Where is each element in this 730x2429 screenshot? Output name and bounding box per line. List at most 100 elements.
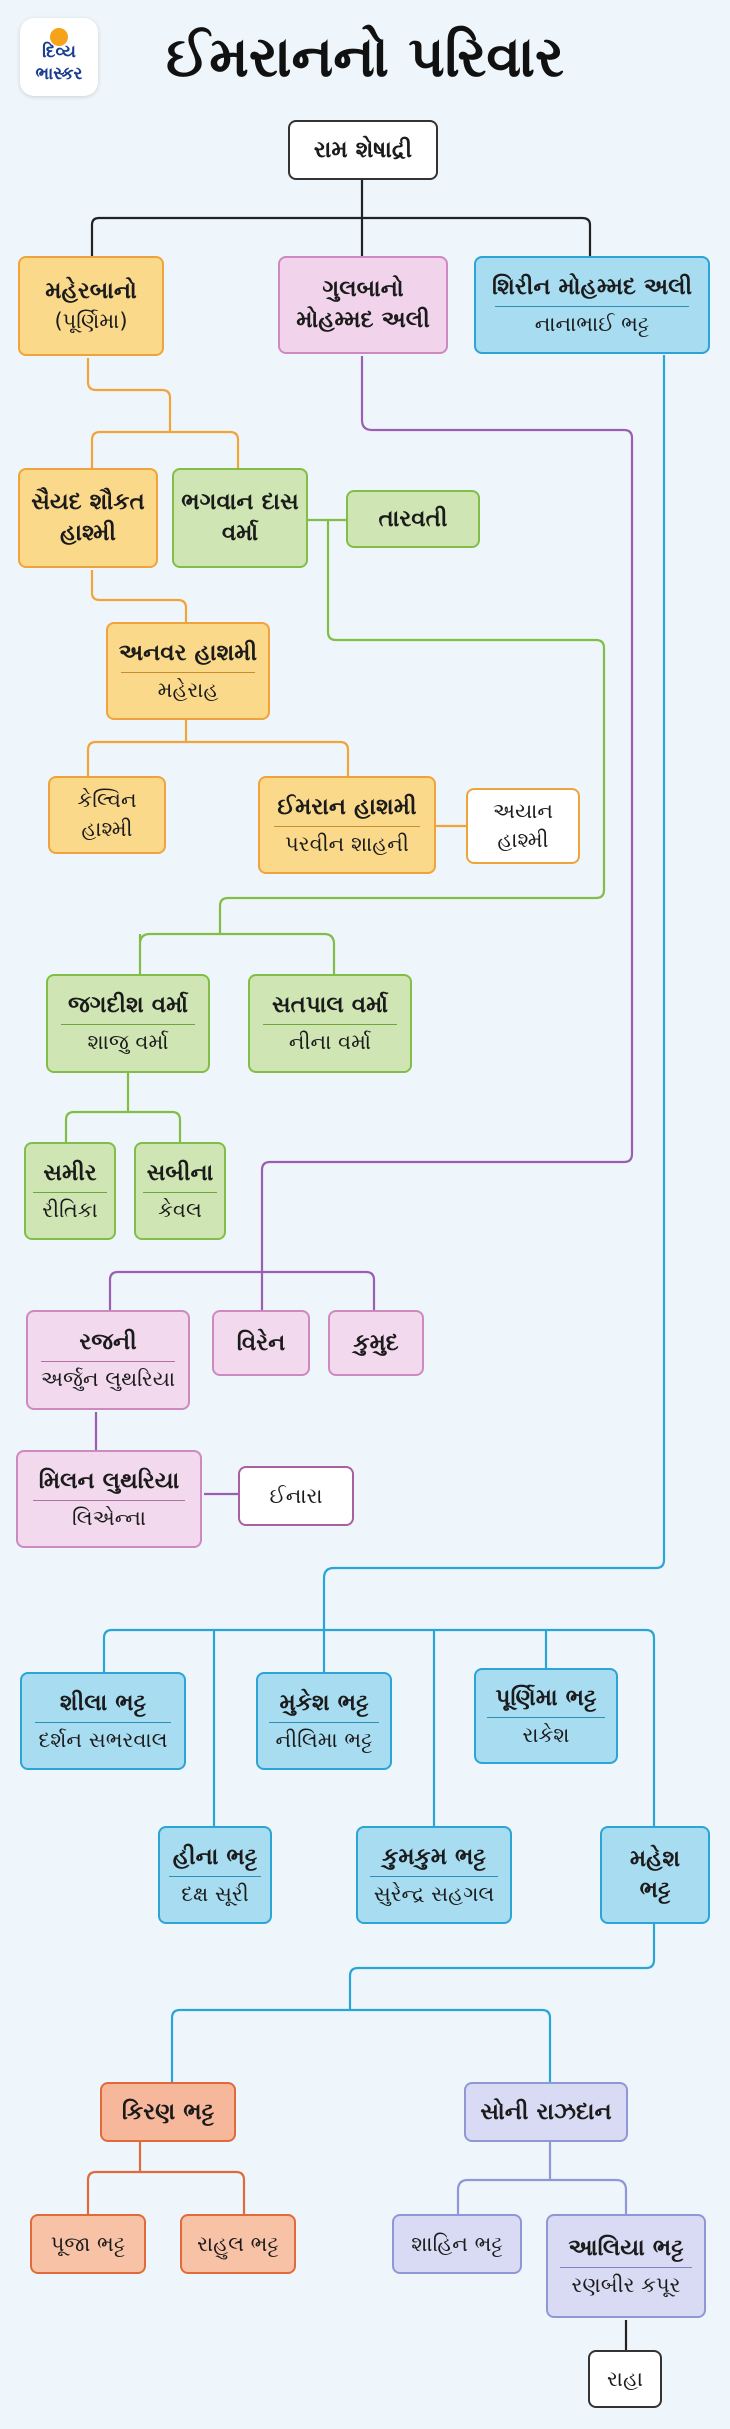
person-name: રાહા bbox=[606, 2366, 644, 2391]
divider bbox=[120, 671, 256, 673]
divider bbox=[34, 1721, 172, 1723]
person-name: જગદીશ વર્મા bbox=[68, 992, 188, 1018]
person-pooja-bhatt: પૂજા ભટ્ટ bbox=[30, 2214, 146, 2274]
person-taravati: તારવતી bbox=[346, 490, 480, 548]
connector-anwar-children bbox=[86, 720, 350, 776]
divider bbox=[487, 1716, 605, 1718]
person-meherbano: મહેરબાનો (પૂર્ણિમા) bbox=[18, 256, 164, 356]
connector-meherbano-children bbox=[86, 358, 240, 468]
person-heena-bhatt: હીના ભટ્ટ દક્ષ સૂરી bbox=[158, 1826, 272, 1924]
divider bbox=[262, 1024, 398, 1025]
person-name: આલિયા ભટ્ટ bbox=[568, 2234, 684, 2261]
person-name-line2: મોહમ્મદ અલી bbox=[296, 307, 430, 333]
person-spouse: રાકેશ bbox=[522, 1722, 570, 1747]
person-spouse: લિએન્ના bbox=[71, 1505, 147, 1530]
person-raha: રાહા bbox=[588, 2350, 662, 2408]
person-name: કુમકુમ ભટ્ટ bbox=[382, 1843, 486, 1870]
person-kiran-bhatt: કિરણ ભટ્ટ bbox=[100, 2082, 236, 2142]
person-shaheen-bhatt: શાહિન ભટ્ટ bbox=[392, 2214, 522, 2274]
person-spouse: શાજુ વર્મા bbox=[87, 1030, 169, 1054]
person-imran-hashmi: ઈમરાન હાશમી પરવીન શાહની bbox=[258, 776, 436, 874]
person-sabina: સબીના કેવલ bbox=[134, 1142, 226, 1240]
person-spouse: સુરેન્દ્ર સહગલ bbox=[373, 1881, 495, 1906]
logo-line-1: દિવ્ય bbox=[42, 42, 76, 62]
person-name: અનવર હાશમી bbox=[118, 639, 258, 666]
person-name: ગુલબાનો bbox=[322, 276, 404, 302]
connector-jagdish-children bbox=[64, 1073, 182, 1142]
divider bbox=[370, 1875, 498, 1877]
person-name: કુમુદ bbox=[353, 1329, 399, 1356]
person-alias: (પૂર્ણિમા) bbox=[54, 309, 128, 333]
person-shirin: શિરીન મોહમ્મદ અલી નાનાભાઈ ભટ્ટ bbox=[474, 256, 710, 354]
person-mahesh-bhatt: મહેશ ભટ્ટ bbox=[600, 1826, 710, 1924]
divider bbox=[60, 1024, 196, 1025]
person-name-line2: ભટ્ટ bbox=[639, 1877, 671, 1903]
person-spouse: નીના વર્મા bbox=[288, 1030, 372, 1054]
person-name: ઈમરાન હાશમી bbox=[277, 793, 417, 820]
connector-kiran-children bbox=[86, 2142, 246, 2214]
divider bbox=[273, 825, 421, 827]
divider bbox=[268, 1721, 380, 1723]
person-gulbano: ગુલબાનો મોહમ્મદ અલી bbox=[278, 256, 448, 354]
person-name: કેલ્વિન bbox=[77, 788, 137, 812]
person-ayan-hashmi: અયાન હાશ્મી bbox=[466, 788, 580, 864]
page-title: ઈમરાનનો પરિવાર bbox=[166, 25, 564, 90]
person-name: રજની bbox=[79, 1328, 137, 1355]
connector-mahesh-children bbox=[170, 1924, 656, 2082]
person-kelvin-hashmi: કેલ્વિન હાશ્મી bbox=[48, 776, 166, 854]
divider bbox=[32, 1499, 186, 1501]
person-spouse: મહેરાહ bbox=[157, 677, 219, 702]
person-name: પૂજા ભટ્ટ bbox=[50, 2231, 126, 2256]
person-spouse: રણબીર કપૂર bbox=[571, 2272, 681, 2297]
person-spouse: દક્ષ સૂરી bbox=[181, 1881, 249, 1906]
person-spouse: કેવલ bbox=[158, 1197, 202, 1222]
person-name: શીલા ભટ્ટ bbox=[59, 1689, 147, 1716]
person-inara: ઈનારા bbox=[238, 1466, 354, 1526]
person-soni-razdan: સોની રાઝદાન bbox=[464, 2082, 628, 2142]
person-name: સમીર bbox=[43, 1159, 97, 1186]
person-name: મહેરબાનો bbox=[45, 278, 137, 304]
person-name: રામ શેષાદ્રી bbox=[313, 136, 413, 163]
person-name: સોની રાઝદાન bbox=[480, 2098, 612, 2125]
sun-icon bbox=[50, 28, 68, 46]
person-name: સતપાલ વર્મા bbox=[271, 992, 389, 1018]
person-alia-bhatt: આલિયા ભટ્ટ રણબીર કપૂર bbox=[546, 2214, 706, 2318]
person-name: મહેશ bbox=[629, 1846, 681, 1872]
person-sheela-bhatt: શીલા ભટ્ટ દર્શન સભરવાલ bbox=[20, 1672, 186, 1770]
connector-saiyad-anwar bbox=[90, 570, 188, 622]
person-spouse: નીલિમા ભટ્ટ bbox=[275, 1727, 373, 1752]
person-name: મિલન લુથરિયા bbox=[38, 1467, 180, 1494]
person-name: હીના ભટ્ટ bbox=[172, 1843, 258, 1870]
person-mukesh-bhatt: મુકેશ ભટ્ટ નીલિમા ભટ્ટ bbox=[256, 1672, 392, 1770]
logo-line-2: ભાસ્કર bbox=[35, 64, 83, 84]
divya-bhaskar-logo[interactable]: દિવ્ય ભાસ્કર bbox=[20, 18, 98, 96]
person-name: સૈયદ શૌકત bbox=[31, 489, 145, 515]
person-name: તારવતી bbox=[378, 505, 448, 532]
person-anwar-hashmi: અનવર હાશમી મહેરાહ bbox=[106, 622, 270, 720]
person-bhagwan-das: ભગવાન દાસ વર્મા bbox=[172, 468, 308, 568]
connector-gulbano-children bbox=[108, 356, 634, 1310]
person-name: શાહિન ભટ્ટ bbox=[411, 2231, 503, 2256]
person-name: કિરણ ભટ્ટ bbox=[121, 2098, 215, 2125]
person-spouse: રીતિકા bbox=[42, 1197, 98, 1222]
connector-shirin-children bbox=[102, 355, 666, 1828]
person-name: પૂર્ણિમા ભટ્ટ bbox=[495, 1684, 597, 1711]
connector-soni-children bbox=[456, 2142, 628, 2214]
divider bbox=[560, 2266, 692, 2268]
person-name: ઈનારા bbox=[269, 1483, 323, 1508]
divider bbox=[143, 1191, 217, 1193]
person-spouse: અર્જુન લુથરિયા bbox=[40, 1366, 176, 1391]
person-spouse: પરવીન શાહની bbox=[285, 831, 409, 856]
person-name-line2: હાશ્મી bbox=[81, 817, 133, 841]
connector-bhagwan-children bbox=[138, 520, 606, 974]
person-name: ભગવાન દાસ bbox=[181, 489, 299, 515]
person-name: રાહુલ ભટ્ટ bbox=[197, 2231, 279, 2256]
person-name: અયાન bbox=[492, 799, 554, 823]
person-rajni: રજની અર્જુન લુથરિયા bbox=[26, 1310, 190, 1410]
person-name-line2: હાશ્મી bbox=[497, 828, 549, 852]
person-viren: વિરેન bbox=[212, 1310, 310, 1376]
person-samir: સમીર રીતિકા bbox=[24, 1142, 116, 1240]
person-satpal-verma: સતપાલ વર્મા નીના વર્મા bbox=[248, 974, 412, 1073]
person-name: મુકેશ ભટ્ટ bbox=[279, 1689, 369, 1716]
